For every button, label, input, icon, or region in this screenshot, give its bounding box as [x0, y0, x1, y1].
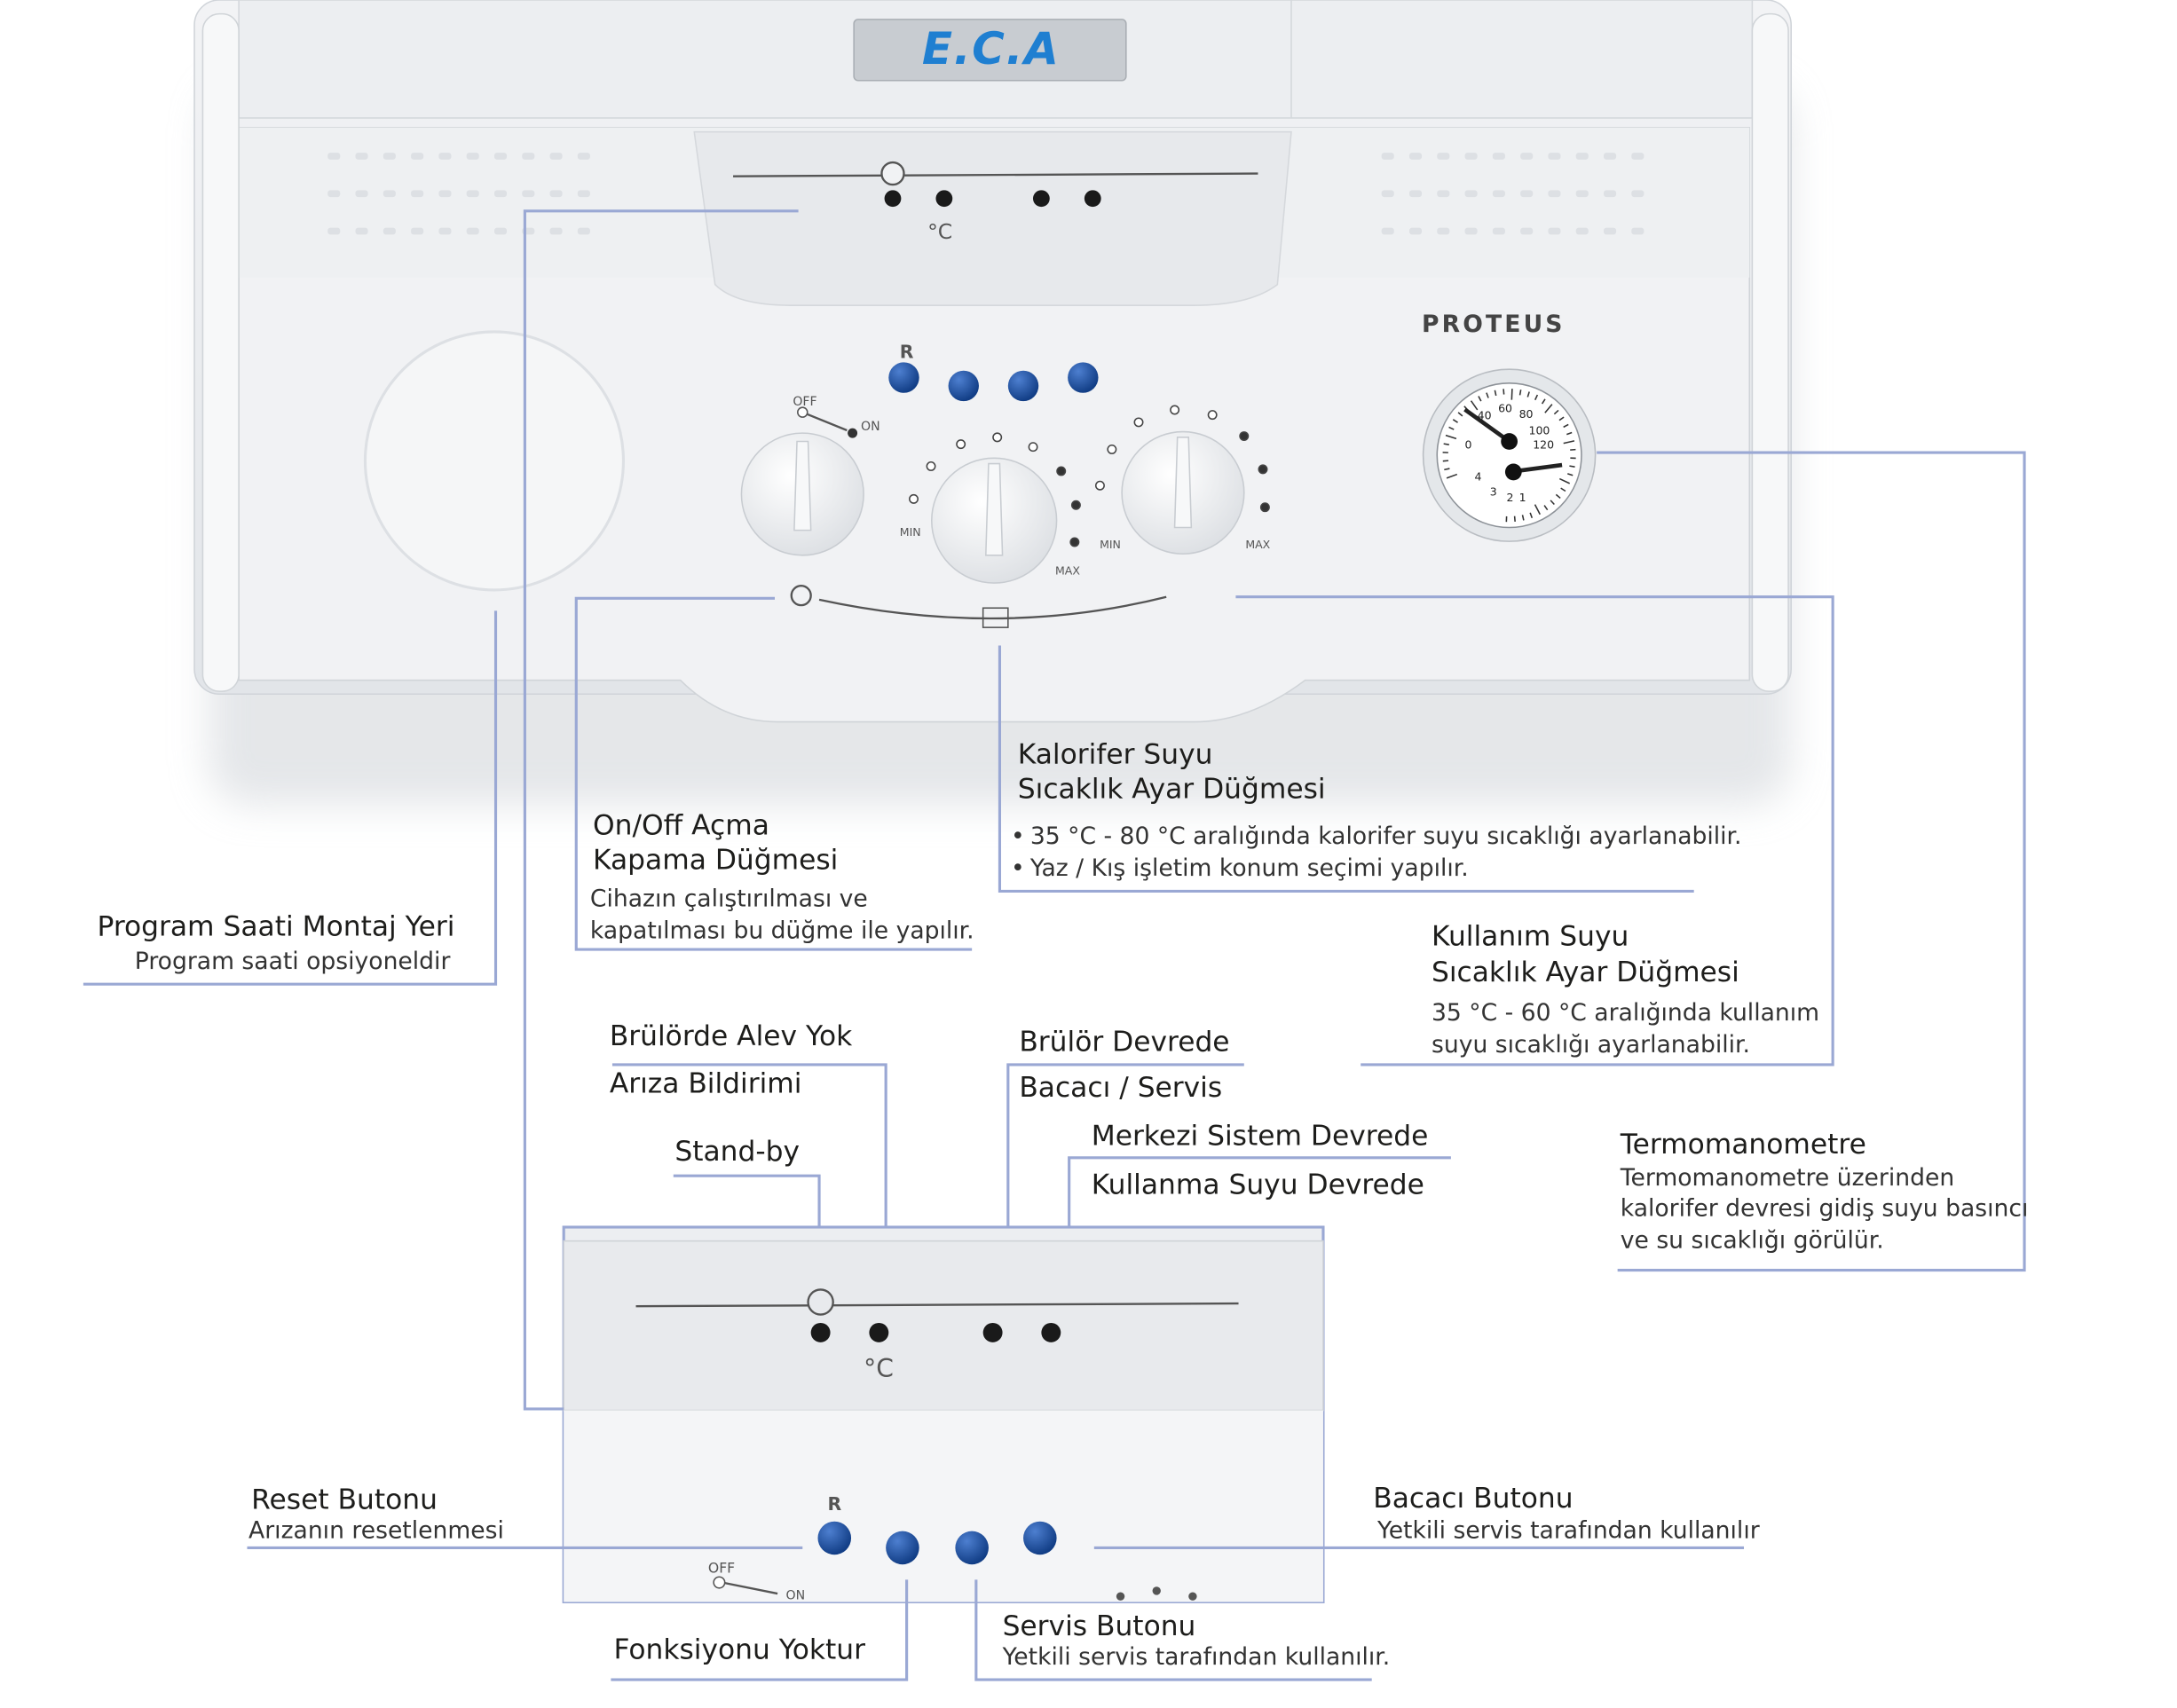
- program-saati-title: Program Saati Montaj Yeri: [97, 909, 455, 943]
- termomanometre-title: Termomanometre: [1620, 1127, 1866, 1161]
- kalorifer-bullet-1: •35 °C - 80 °C aralığında kalorifer suyu…: [1010, 823, 1742, 852]
- knob-arc: [818, 595, 1167, 620]
- kalorifer-title-2: Sıcaklık Ayar Düğmesi: [1017, 771, 1326, 806]
- reset-button-title: Reset Butonu: [251, 1482, 438, 1516]
- logo-plate: [853, 19, 1127, 82]
- off-label: OFF: [793, 395, 816, 409]
- program-clock-slot: [363, 330, 626, 592]
- knob-scale-dots: [909, 405, 1270, 547]
- reset-label: R: [900, 342, 914, 363]
- min-label: MIN: [900, 525, 921, 539]
- kullanim-title-1: Kullanım Suyu: [1431, 918, 1629, 953]
- indicator-strip-top: [733, 161, 1258, 186]
- on-off-knob: [740, 406, 864, 556]
- off-label-zoom: OFF: [708, 1560, 735, 1577]
- button-row-top: [888, 362, 1099, 402]
- on-label: ON: [861, 420, 880, 434]
- on-label-zoom: ON: [786, 1588, 806, 1602]
- ariza-label: Arıza Bildirimi: [609, 1066, 802, 1100]
- servis-button-desc: Yetkili servis tarafından kullanılır.: [1002, 1643, 1391, 1672]
- reset-label-zoom: R: [827, 1493, 841, 1515]
- heating-temp-knob: [930, 457, 1058, 584]
- min-label-2: MIN: [1100, 538, 1121, 551]
- termomanometre-desc-3: ve su sıcaklığı görülür.: [1620, 1227, 1884, 1255]
- brulor-devrede-label: Brülör Devrede: [1019, 1024, 1230, 1059]
- gauge-number: 2: [1506, 491, 1513, 504]
- max-label: MAX: [1055, 564, 1080, 578]
- termomanometre-gauge: [1422, 368, 1597, 542]
- gauge-number: 40: [1478, 408, 1492, 421]
- merkezi-sistem-label: Merkezi Sistem Devrede: [1091, 1118, 1429, 1153]
- zoomed-control-panel: [562, 1225, 1325, 1603]
- kullanim-title-2: Sıcaklık Ayar Düğmesi: [1431, 955, 1739, 988]
- gauge-number: 1: [1519, 491, 1526, 504]
- kalorifer-title-1: Kalorifer Suyu: [1017, 736, 1213, 771]
- bacaci-servis-label: Bacacı / Servis: [1019, 1070, 1223, 1104]
- gauge-number: 0: [1465, 437, 1472, 451]
- bacaci-button-desc: Yetkili servis tarafından kullanılır: [1376, 1516, 1760, 1546]
- fonksiyonu-yoktur-label: Fonksiyonu Yoktur: [613, 1632, 865, 1666]
- dhw-temp-knob: [1121, 430, 1245, 555]
- reset-button-desc: Arızanın resetlenmesi: [248, 1516, 504, 1546]
- model-name: PROTEUS: [1422, 311, 1566, 339]
- boiler-body: [193, 0, 1792, 723]
- gauge-number: 100: [1529, 424, 1550, 437]
- celsius-label-zoom: °C: [864, 1354, 894, 1383]
- kullanma-suyu-label: Kullanma Suyu Devrede: [1091, 1167, 1424, 1201]
- program-saati-desc: Program saati opsiyoneldir: [134, 948, 451, 976]
- on-off-title-2: Kapama Düğmesi: [593, 842, 839, 877]
- max-label-2: MAX: [1245, 538, 1270, 551]
- on-off-desc-2: kapatılması bu düğme ile yapılır.: [589, 917, 974, 946]
- termomanometre-desc-2: kalorifer devresi gidiş suyu basıncı: [1620, 1195, 2029, 1224]
- termomanometre-desc-1: Termomanometre üzerinden: [1620, 1164, 1955, 1192]
- brand-logo: E.C.A: [921, 22, 1061, 75]
- gauge-number: 4: [1474, 469, 1481, 483]
- alev-yok-label: Brülörde Alev Yok: [609, 1019, 853, 1052]
- vent-grille: [327, 153, 1645, 235]
- radiator-icon: [982, 607, 1009, 628]
- power-icon: [790, 585, 812, 607]
- standby-label: Stand-by: [674, 1134, 801, 1168]
- panel-labels: OFF ON R MIN MAX MIN MAX °C R OFF ON °C: [708, 219, 1271, 1602]
- kullanim-desc-1: 35 °C - 60 °C aralığında kullanım: [1431, 999, 1820, 1027]
- gauge-number: 3: [1490, 485, 1497, 499]
- celsius-label: °C: [927, 219, 952, 244]
- servis-button-title: Servis Butonu: [1002, 1609, 1196, 1642]
- gauge-number: 80: [1519, 407, 1534, 421]
- kullanim-desc-2: suyu sıcaklığı ayarlanabilir.: [1431, 1031, 1750, 1059]
- leader-lines: [83, 209, 2026, 1681]
- on-off-title-1: On/Off Açma: [593, 807, 769, 842]
- bacaci-button-title: Bacacı Butonu: [1373, 1481, 1574, 1515]
- kalorifer-bullet-2: •Yaz / Kış işletim konum seçimi yapılır.: [1010, 854, 1469, 884]
- led-row-top: [884, 190, 1101, 208]
- gauge-number: 120: [1533, 437, 1554, 451]
- on-off-desc-1: Cihazın çalıştırılması ve: [589, 885, 868, 914]
- gauge-number: 60: [1498, 402, 1512, 415]
